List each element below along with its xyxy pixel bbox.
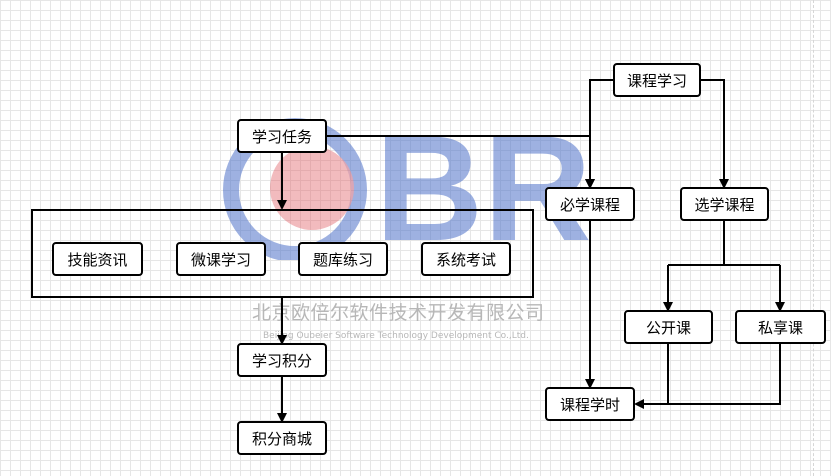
node-elective-course[interactable]: 选学课程	[680, 187, 769, 221]
node-required-course[interactable]: 必学课程	[545, 187, 635, 221]
node-public-course[interactable]: 公开课	[624, 310, 713, 344]
node-system-exam[interactable]: 系统考试	[421, 242, 511, 276]
watermark-company-en: Beijing Oubeier Software Technology Deve…	[263, 331, 529, 341]
node-question-bank[interactable]: 题库练习	[298, 242, 388, 276]
node-points-mall[interactable]: 积分商城	[237, 421, 327, 455]
node-course-learning[interactable]: 课程学习	[613, 63, 701, 97]
node-private-course[interactable]: 私享课	[735, 310, 826, 344]
node-learning-points[interactable]: 学习积分	[237, 343, 327, 377]
node-course-hours[interactable]: 课程学时	[545, 387, 635, 421]
edge-public-to-hours	[634, 343, 669, 409]
learning-items-group	[31, 209, 534, 298]
edge-course-to-required	[585, 79, 613, 189]
node-skill-news[interactable]: 技能资讯	[52, 242, 143, 276]
node-learning-task[interactable]: 学习任务	[237, 119, 327, 153]
page-boundary-line	[813, 0, 814, 476]
edge-course-to-elective	[701, 79, 729, 189]
node-micro-course[interactable]: 微课学习	[176, 242, 266, 276]
edge-private-to-hours	[640, 343, 781, 405]
edge-task-to-required	[327, 135, 595, 189]
watermark-company-cn: 北京欧倍尔软件技术开发有限公司	[252, 302, 545, 324]
